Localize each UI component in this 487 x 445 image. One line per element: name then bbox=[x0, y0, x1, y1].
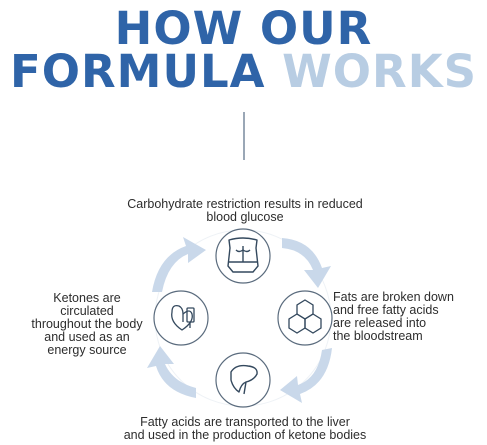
step-1-line-2: blood glucose bbox=[206, 210, 284, 224]
step-2-caption: Fats are broken down and free fatty acid… bbox=[333, 291, 483, 343]
arrow-bottom-left-icon bbox=[147, 346, 196, 398]
torso-icon bbox=[227, 237, 259, 273]
step-4-line-1: Ketones are bbox=[53, 291, 121, 305]
step-2-line-1: Fats are broken down bbox=[333, 290, 454, 304]
step-4-line-5: energy source bbox=[47, 343, 127, 357]
step-4-caption: Ketones are circulated throughout the bo… bbox=[22, 292, 152, 357]
heading-word-formula: FORMULA bbox=[10, 45, 266, 98]
heart-icon-circle bbox=[153, 290, 209, 346]
heading-line-2: FORMULA WORKS bbox=[0, 49, 487, 94]
step-1-line-1: Carbohydrate restriction results in redu… bbox=[127, 197, 363, 211]
heart-icon bbox=[171, 304, 195, 331]
arrow-bottom-right-icon bbox=[280, 348, 332, 403]
step-3-line-2: and used in the production of ketone bod… bbox=[123, 428, 367, 442]
liver-icon-circle bbox=[215, 352, 271, 408]
heading-line-1: HOW OUR bbox=[114, 2, 373, 55]
liver-icon bbox=[230, 364, 258, 395]
step-3-caption: Fatty acids are transported to the liver… bbox=[80, 416, 410, 442]
step-2-line-2: and free fatty acids bbox=[333, 303, 439, 317]
step-4-line-3: throughout the body bbox=[31, 317, 143, 331]
arrow-top-left-icon bbox=[152, 237, 206, 292]
molecule-icon bbox=[288, 299, 322, 334]
step-4-line-2: circulated bbox=[60, 304, 114, 318]
molecule-icon-circle bbox=[277, 290, 333, 346]
heading-word-works: WORKS bbox=[282, 45, 477, 98]
cycle-arrows bbox=[147, 237, 332, 403]
arrow-top-right-icon bbox=[282, 238, 331, 288]
step-2-line-4: the bloodstream bbox=[333, 329, 423, 343]
step-4-line-4: and used as an bbox=[44, 330, 130, 344]
step-1-caption: Carbohydrate restriction results in redu… bbox=[90, 198, 400, 224]
step-3-line-1: Fatty acids are transported to the liver bbox=[140, 415, 350, 429]
step-2-line-3: are released into bbox=[333, 316, 427, 330]
divider-line bbox=[243, 112, 245, 160]
